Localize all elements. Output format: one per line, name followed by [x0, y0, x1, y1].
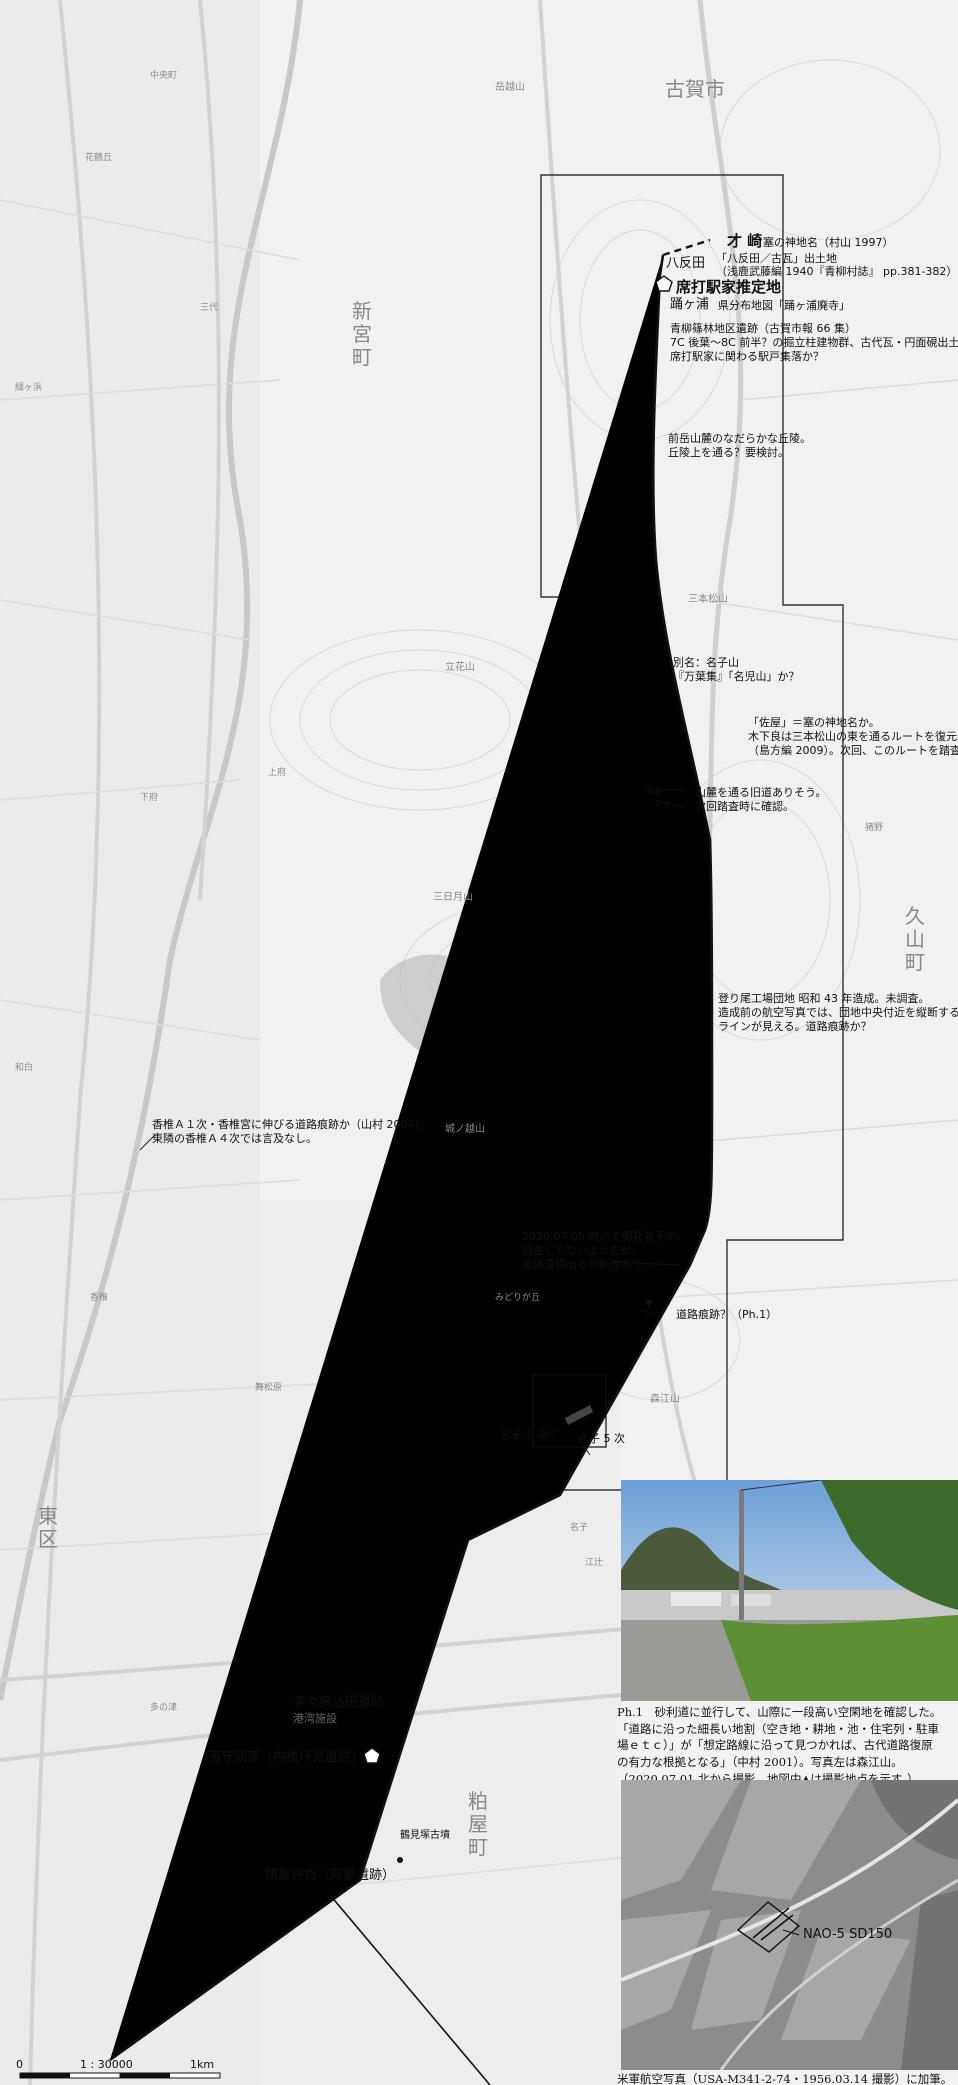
development-note-3: 道路遺構出る可能性あり。	[522, 1258, 654, 1271]
place-label: 和白	[15, 1063, 34, 1073]
tatara-site-note: 港湾施設	[293, 1712, 337, 1725]
place-label: 上府	[268, 768, 287, 778]
mushiro-station-label: 席打駅家推定地	[676, 278, 782, 296]
town-higashi: 東区	[38, 1504, 58, 1551]
place-label: 多の津	[150, 1703, 178, 1713]
photo-1-caption-line: Ph.1 砂利道に並行して、山際に一段高い空閑地を確認した。	[617, 1705, 942, 1719]
yasakata-label: 八反田	[666, 256, 706, 271]
photo-1-caption: Ph.1 砂利道に並行して、山際に一段高い空閑地を確認した。 「道路に沿った細長…	[617, 1704, 958, 1788]
tsurumi-tomb-label: 鶴見塚古墳	[400, 1830, 450, 1841]
noborio-note-3: ラインが見える。道路痕跡か？	[718, 1020, 872, 1033]
mountain-tachibana: 立花山	[445, 662, 475, 673]
place-label: 中央町	[150, 71, 178, 81]
sanroku-note-2: 次回踏査時に確認。	[695, 800, 794, 813]
mountain-mikazuki: 三日月山	[433, 892, 473, 903]
saya-note-1: 「佐屋」＝塞の神地名か。	[748, 716, 880, 729]
saya-note-2: 木下良は三本松山の東を通るルートを復元	[748, 730, 957, 743]
scale-ratio: 1 : 30000	[80, 2058, 133, 2071]
place-label: 猪野	[865, 823, 884, 833]
kasuya-hyoga-label: 糟屋評衙（阿恵遺跡）	[265, 1868, 396, 1883]
place-label: 江辻	[585, 1558, 604, 1568]
kashii-note-1: 香椎Ａ１次・香椎宮に伸びる道路痕跡か（山村 2004）。	[152, 1118, 431, 1131]
place-label: 下府	[140, 793, 159, 803]
saya-note-3: （島方編 2009）。次回、このルートを踏査。	[748, 744, 958, 757]
saizaki-label: 才 崎	[727, 232, 763, 250]
maedake-note-1: 前岳山麓のなだらかな丘陵。	[668, 432, 811, 445]
nago-note-2: 『万葉集』「名児山」か？	[673, 670, 800, 683]
photo-2-image	[621, 1780, 958, 2070]
yasakata-note-2: （浅鹿武藤編 1940『青柳村誌』 pp.381-382）	[716, 265, 958, 278]
mountain-morie: 森江山	[650, 1394, 680, 1405]
town-koga: 古賀市	[665, 77, 725, 101]
scale-km: 1km	[190, 2058, 215, 2071]
road-trace-label: 道路痕跡？（Ph.1）	[676, 1308, 778, 1321]
fumigaura-note: 県分布地図「踊ヶ浦廃寺」	[718, 299, 850, 312]
photo-1-caption-line: 「道路に沿った細長い地割（空き地・耕地・池・住宅列・駐車	[617, 1721, 939, 1736]
mountain-sanbonmatsu: 三本松山	[688, 594, 728, 605]
nago-note-1: 別名：名子山	[673, 656, 739, 669]
saizaki-note: 塞の神地名（村山 1997）	[763, 236, 894, 249]
noborio-note-1: 登り尾工場団地 昭和 43 年造成。未調査。	[718, 992, 930, 1005]
maedake-note-2: 丘陵上を通る？要検討。	[668, 446, 789, 459]
scale-zero: 0	[16, 2058, 23, 2071]
aoyagi-note-3: 席打駅家に関わる駅戸集落か？	[670, 350, 824, 363]
sanroku-note-1: 山麓を通る旧道ありそう。	[695, 786, 827, 799]
development-note-2: 調査してないようだが、	[522, 1244, 643, 1257]
place-label: みどりが丘	[495, 1293, 541, 1303]
kashii-note-2: 東隣の香椎Ａ４次では言及なし。	[152, 1132, 317, 1145]
town-kuyama: 久山町	[905, 904, 925, 974]
place-label: 三代	[200, 303, 219, 313]
noborio-note-2: 造成前の航空写真では、団地中央付近を縦断する	[718, 1006, 958, 1019]
development-note-1: 2020.07.05 時点で開発着手中。	[522, 1230, 688, 1243]
photo-1	[621, 1480, 958, 1701]
mountain-tobiyama: 岳越山	[495, 82, 525, 93]
yasakata-note: 「八反田／古瓦」出土地	[716, 252, 837, 265]
fumigaura-label: 踊ヶ浦	[670, 297, 710, 312]
town-shingu: 新宮町	[352, 299, 372, 369]
nago-1-label: 名子 1 次	[500, 1428, 547, 1441]
place-label: 緑ヶ浜	[15, 383, 43, 393]
place-label: 花鶴丘	[85, 153, 113, 163]
photo-1-caption-line: の有力な根拠となる」（中村 2001）。写真左は森江山。	[617, 1755, 903, 1770]
old-road-label: 旧道	[645, 786, 661, 795]
aoyagi-note-2: 7C 後葉〜8C 前半？の掘立柱建物群、古代瓦・円面硯出土。	[670, 336, 958, 349]
aoyagi-note-1: 青柳篠林地区遺跡（古賀市報 66 集）	[670, 322, 856, 335]
photo-1-caption-line: 場ｅｔｃ）」が「想定路線に沿って見つかれば、古代道路復原	[617, 1738, 933, 1753]
photo-2-caption: 米軍航空写真（USA-M341-2-74・1956.03.14 撮影）に加筆。	[617, 2071, 958, 2085]
photo-2: NAO-5 SD150	[621, 1780, 958, 2070]
tatara-site-label: 多々良込田遺跡	[293, 1695, 385, 1710]
photo-1-image	[621, 1480, 958, 1701]
place-label: 名子	[570, 1523, 589, 1533]
mountain-jonokoshi: 城ノ越山	[445, 1124, 485, 1135]
new-road-label: 新道	[655, 800, 671, 809]
place-label: 香椎	[90, 1293, 109, 1303]
town-kasuya: 粕屋町	[468, 1789, 488, 1859]
ebitsu-station-label: 夷守駅家（内橋坪見遺跡）	[208, 1750, 365, 1765]
photo-2-feature-label: NAO-5 SD150	[803, 1927, 893, 1942]
place-label: 舞松原	[255, 1383, 283, 1393]
nago-5-label: 名子 5 次	[578, 1432, 625, 1445]
